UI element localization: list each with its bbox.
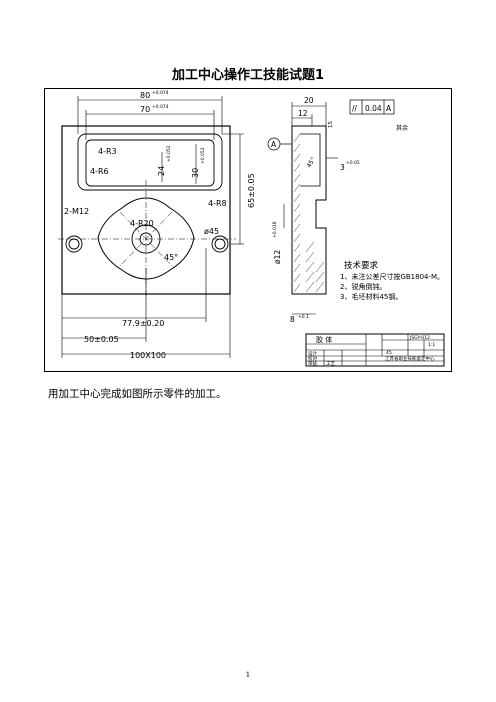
side-dim-phi12-tol: +0.018 bbox=[272, 221, 278, 238]
dim-top-outer-tol: +0.074 bbox=[152, 90, 169, 96]
title-block-row-1: 设计 bbox=[308, 350, 317, 357]
title-block-org: 江苏省职业技能鉴定中心 bbox=[385, 355, 435, 362]
datum-label: A bbox=[271, 140, 277, 149]
tech-requirement-2: 2、锐角倒钝。 bbox=[340, 282, 386, 291]
side-dim-12: 12 bbox=[298, 109, 308, 118]
side-dim-15: 15 bbox=[328, 121, 334, 128]
side-angle: 45° bbox=[306, 156, 317, 169]
dim-779: 77.9±0.20 bbox=[122, 319, 164, 328]
label-corner-r6: 4-R6 bbox=[90, 167, 109, 176]
label-r8: 4-R8 bbox=[208, 199, 227, 208]
title-block bbox=[305, 333, 445, 367]
title-block-material: 45 bbox=[386, 350, 392, 356]
side-dim-8-tol: +0.1 bbox=[298, 314, 309, 320]
dim-top-inner: 70 bbox=[140, 105, 150, 114]
side-dim-phi12: ø12 bbox=[273, 250, 282, 264]
dim-pocket-h1-tol: +0.052 bbox=[166, 145, 172, 162]
dim-50: 50±0.05 bbox=[84, 335, 119, 344]
other-roughness-label: 其余 bbox=[396, 124, 408, 132]
document-title: 加工中心操作工技能试题1 bbox=[171, 68, 325, 83]
tech-requirement-1: 1、未注公差尺寸按GB1804-M。 bbox=[340, 272, 444, 281]
flatness-symbol: // bbox=[352, 104, 358, 113]
title-block-drawing-no: JSGY-012 bbox=[409, 335, 430, 341]
dim-top-outer: 80 bbox=[140, 91, 150, 100]
dim-pocket-h2-tol: +0.052 bbox=[200, 147, 206, 164]
tech-requirements-title: 技术要求 bbox=[344, 260, 379, 271]
label-bore: ø45 bbox=[204, 227, 219, 236]
title-block-row-2: 校对 bbox=[308, 355, 317, 362]
page-number: 1 bbox=[245, 671, 251, 679]
dim-pocket-h1: 24 bbox=[157, 166, 166, 176]
label-r20: 4-R20 bbox=[130, 219, 154, 228]
title-block-name: 胶 体 bbox=[316, 335, 332, 344]
label-corner-r3: 4-R3 bbox=[98, 147, 117, 156]
side-dim-3-tol: +0.05 bbox=[346, 160, 360, 166]
side-dim-8: 8 bbox=[290, 315, 295, 324]
dim-100: 100X100 bbox=[130, 351, 166, 360]
side-view bbox=[291, 125, 327, 295]
dim-65: 65±0.05 bbox=[247, 173, 256, 208]
title-block-scale: 1:1 bbox=[428, 342, 435, 348]
title-block-row-4: 工艺 bbox=[326, 361, 335, 367]
engineering-drawing: 80 +0.074 70 +0.074 4-R3 4-R6 24 +0.052 … bbox=[44, 88, 452, 372]
side-dim-3: 3 bbox=[340, 163, 345, 172]
label-thread: 2-M12 bbox=[64, 207, 89, 216]
title-block-row-3: 审核 bbox=[308, 360, 317, 367]
caption: 用加工中心完成如图所示零件的加工。 bbox=[48, 388, 227, 400]
side-dim-20: 20 bbox=[304, 96, 314, 105]
dim-pocket-h2: 30 bbox=[191, 168, 200, 178]
dim-top-inner-tol: +0.074 bbox=[152, 104, 169, 110]
flatness-datum: A bbox=[386, 104, 392, 113]
flatness-value: 0.04 bbox=[365, 104, 382, 113]
tech-requirement-3: 3、毛坯材料45钢。 bbox=[340, 292, 402, 301]
label-angle: 45° bbox=[164, 253, 178, 262]
